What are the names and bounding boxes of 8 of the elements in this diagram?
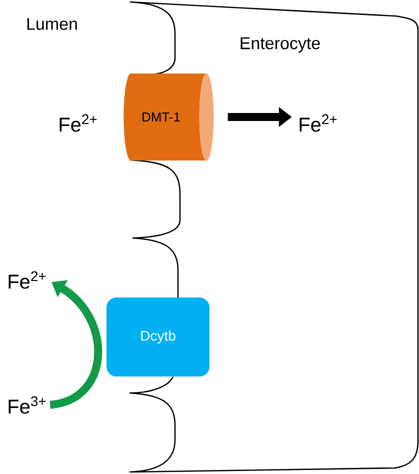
cell-label: Enterocyte xyxy=(240,37,320,53)
ion-label: Fe$^{2+}$ xyxy=(60,114,97,132)
ion-label: Fe$^{2+}$ xyxy=(8,271,46,289)
ion-label: Fe$^{3+}$ xyxy=(8,396,46,414)
transporter-cylinder: DMT-1 xyxy=(124,74,214,160)
enzyme-box: Dcytb xyxy=(106,298,210,376)
ion-label: Fe$^{2+}$ xyxy=(300,114,337,132)
region-label: Lumen xyxy=(27,18,77,30)
